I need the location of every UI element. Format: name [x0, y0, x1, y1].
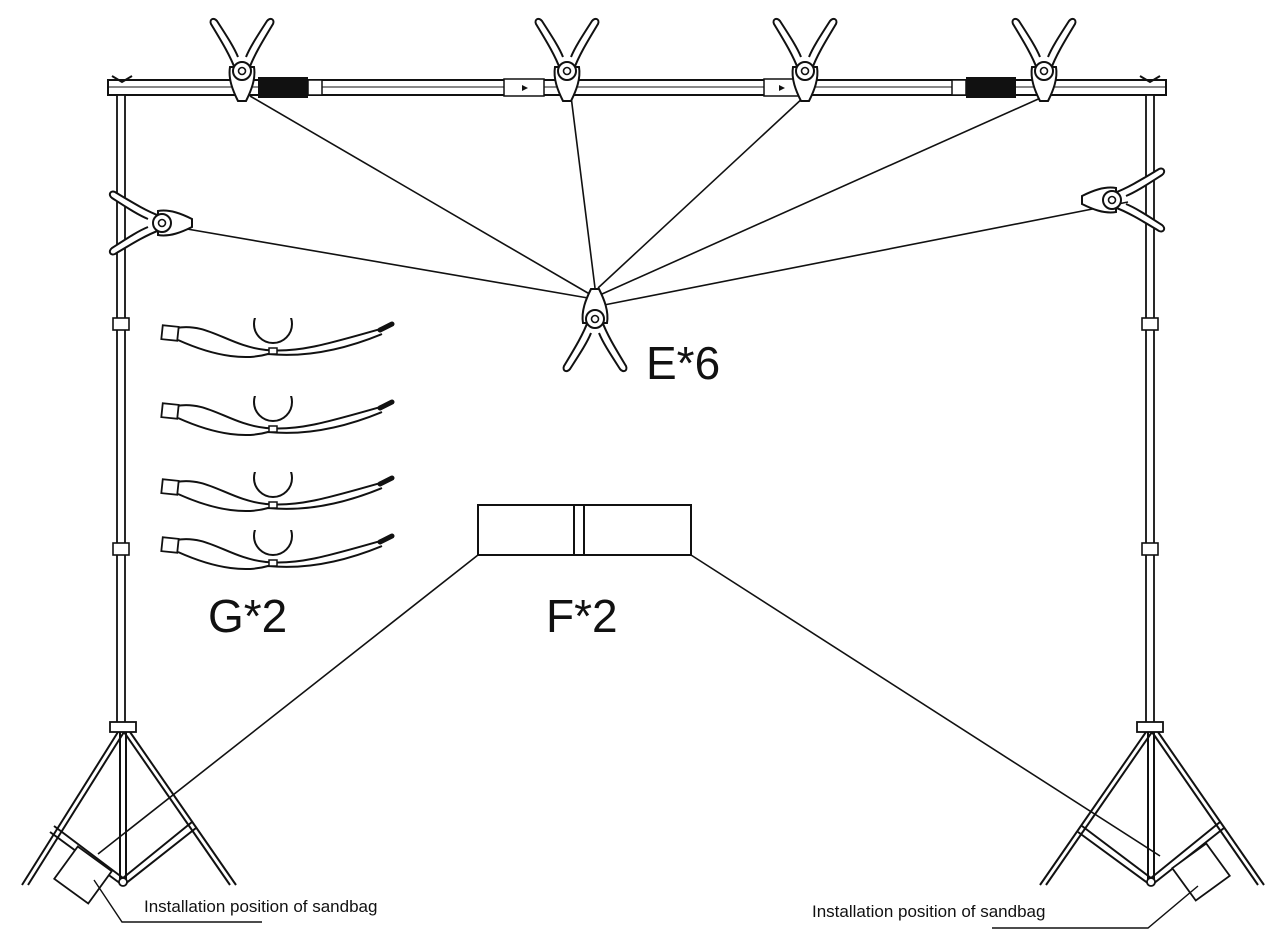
sandbag-icon [477, 504, 692, 556]
clamps-label: E*6 [646, 337, 721, 389]
sandbag-label: F*2 [546, 590, 618, 642]
strap-icon [161, 517, 392, 569]
sandbag-position-right-label: Installation position of sandbag [812, 902, 1046, 921]
straps-label: G*2 [208, 590, 288, 642]
crossbar [107, 75, 1167, 98]
straps-group [161, 305, 392, 569]
sandbag-leader-lines [97, 554, 1161, 857]
clamp-leader-lines [157, 95, 1129, 306]
strap-icon [161, 305, 392, 357]
sandbag-position-left-label: Installation position of sandbag [144, 897, 378, 916]
left-stand [21, 94, 237, 905]
sandbag-callout-lines [93, 879, 1199, 929]
strap-icon [161, 383, 392, 435]
clamp-icon [562, 288, 628, 373]
strap-icon [161, 459, 392, 511]
right-stand [1039, 94, 1265, 902]
